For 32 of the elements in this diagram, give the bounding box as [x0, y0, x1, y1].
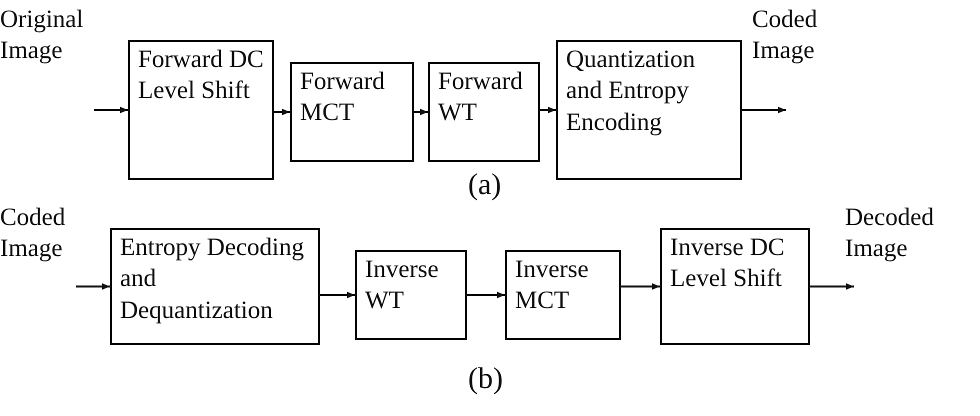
- subfigure-caption: (a): [468, 168, 502, 202]
- arrow: [414, 108, 428, 116]
- box-label: Forward WT: [438, 67, 524, 128]
- process-box: [110, 228, 320, 345]
- arrow: [742, 106, 786, 114]
- process-box: [428, 62, 540, 162]
- process-box: [128, 40, 274, 180]
- io-label: Original Image: [0, 5, 84, 66]
- arrow: [467, 292, 505, 298]
- box-label: Forward MCT: [300, 67, 386, 128]
- box-label: Forward DC Level Shift: [138, 45, 264, 106]
- process-box: [660, 228, 810, 345]
- arrow: [274, 108, 290, 116]
- subfigure-caption: (b): [468, 362, 503, 396]
- arrow: [810, 283, 854, 290]
- process-box: [556, 40, 742, 180]
- arrow: [540, 106, 556, 114]
- process-box: [505, 250, 621, 340]
- process-box: [355, 250, 467, 340]
- io-label: Decoded Image: [845, 203, 935, 264]
- process-box: [290, 62, 414, 162]
- box-label: Quantization and Entropy Encoding: [566, 45, 696, 138]
- arrow: [94, 106, 128, 114]
- arrow: [76, 283, 110, 290]
- box-label: Inverse DC Level Shift: [670, 233, 786, 294]
- arrow: [621, 283, 660, 290]
- box-label: Entropy Decoding and Dequantization: [120, 233, 305, 326]
- io-label: Coded Image: [0, 203, 66, 264]
- arrow: [320, 292, 355, 298]
- io-label: Coded Image: [752, 5, 818, 66]
- box-label: Inverse MCT: [515, 255, 590, 316]
- box-label: Inverse WT: [365, 255, 440, 316]
